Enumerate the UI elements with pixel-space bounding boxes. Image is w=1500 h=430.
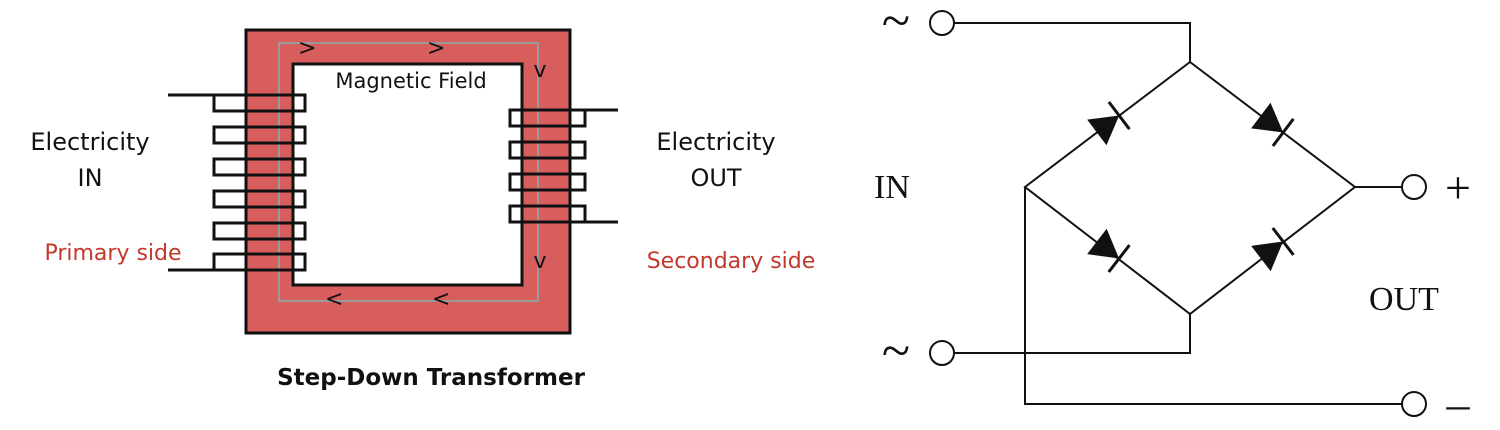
magnetic-field-label: Magnetic Field (335, 69, 486, 93)
transformer-caption: Step-Down Transformer (277, 365, 585, 391)
dc-terminal-negative (1401, 391, 1427, 417)
primary-winding (168, 93, 307, 272)
diode (1251, 102, 1295, 147)
rectifier-in-label: IN (874, 169, 910, 206)
dc-terminal-positive (1401, 174, 1427, 200)
rectifier-wires (954, 22, 1402, 405)
flux-arrow: v (533, 249, 546, 274)
ac-symbol-top: ~ (882, 0, 910, 50)
flux-arrow: < (325, 287, 343, 312)
ac-terminal-bottom (929, 340, 955, 366)
transformer: > > v v < < Magnetic Field Electric (30, 28, 816, 391)
output-label: OUT (690, 164, 741, 192)
output-label: Electricity (656, 128, 775, 156)
diode (1087, 101, 1131, 146)
diode (1251, 227, 1295, 272)
input-label: Electricity (30, 128, 149, 156)
input-label: IN (77, 164, 102, 192)
diode (1087, 228, 1131, 273)
ac-symbol-bottom: ~ (882, 323, 910, 380)
flux-arrow: > (298, 36, 316, 61)
flux-arrow: < (432, 287, 450, 312)
flux-arrow: > (427, 36, 445, 61)
minus-symbol: – (1446, 378, 1471, 429)
flux-arrow: v (533, 58, 546, 83)
secondary-winding (508, 108, 618, 224)
rectifier-out-label: OUT (1369, 281, 1439, 318)
secondary-side-label: Secondary side (647, 249, 816, 274)
flux-path (278, 42, 539, 302)
bridge-rectifier: ~ ~ IN OUT + – (874, 0, 1471, 429)
ac-terminal-top (929, 10, 955, 36)
plus-symbol: + (1445, 162, 1471, 213)
primary-side-label: Primary side (44, 241, 181, 266)
